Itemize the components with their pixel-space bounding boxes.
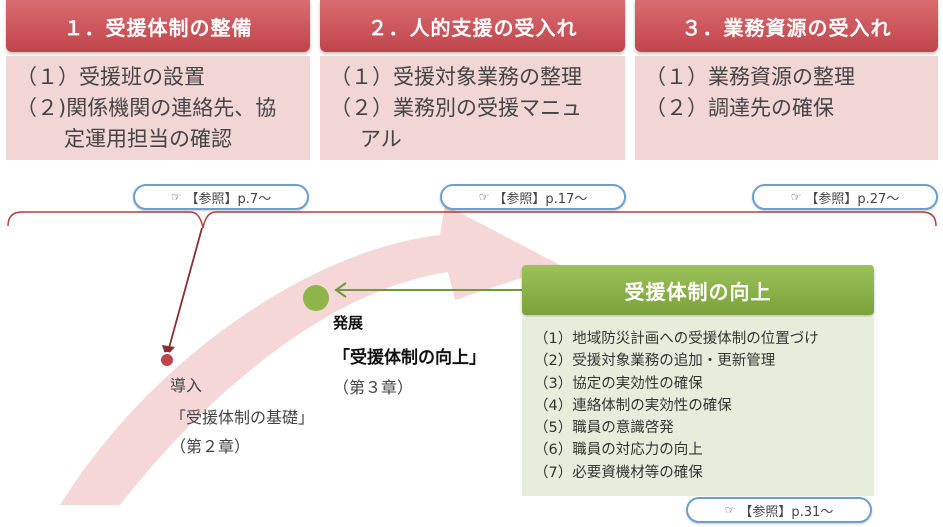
improvement-item: （3）協定の実効性の確保 [534, 375, 703, 392]
ref-text: 【参照】p.31～ [739, 504, 834, 520]
ref-text: 【参照】p.27～ [805, 191, 900, 207]
column-2-body: （１）受援対象業務の整理 （２）業務別の受援マニュ アル [320, 56, 625, 160]
pointing-hand-icon: ☞ [478, 190, 490, 204]
development-label: 発展 [333, 314, 364, 332]
pointing-hand-icon: ☞ [724, 503, 736, 517]
column-1-item: 定運用担当の確認 [64, 127, 232, 151]
pointing-hand-icon: ☞ [170, 190, 182, 204]
column-2-header: ２．人的支援の受入れ [320, 0, 625, 52]
intro-title: 「受援体制の基礎」 [170, 408, 315, 427]
ref-text: 【参照】p.17～ [493, 191, 588, 207]
column-1-body: （１）受援班の設置 （２)関係機関の連絡先、協 定運用担当の確認 [6, 56, 310, 160]
improvement-item: （4）連絡体制の実効性の確保 [534, 397, 732, 414]
column-3-body: （１）業務資源の整理 （２）調達先の確保 [635, 56, 938, 160]
intro-chapter: （第２章） [170, 437, 251, 456]
growth-arrow [60, 205, 560, 505]
column-3-header: ３．業務資源の受入れ [635, 0, 938, 52]
improvement-item: （1）地域防災計画への受援体制の位置づけ [534, 331, 819, 347]
development-dot [303, 285, 329, 311]
column-2-item: アル [360, 127, 402, 151]
ref-text: 【参照】p.7～ [185, 191, 272, 207]
improvement-item: （5）職員の意識啓発 [534, 420, 674, 437]
improvement-item: （6）職員の対応力の向上 [534, 442, 703, 459]
column-2-item: （２）業務別の受援マニュ [330, 96, 582, 120]
development-title: 「受援体制の向上」 [333, 348, 486, 368]
pointing-hand-icon: ☞ [790, 190, 802, 204]
intro-dot [159, 352, 175, 368]
development-pointer-head [334, 282, 347, 298]
column-1-header: １．受援体制の整備 [6, 0, 310, 52]
improvement-item: （7）必要資機材等の確保 [534, 464, 703, 481]
ref-column-2[interactable]: ☞ 【参照】p.17～ [440, 184, 626, 210]
column-2-item: （１）受援対象業務の整理 [330, 65, 582, 89]
improvement-header: 受援体制の向上 [522, 265, 874, 315]
brace-line [7, 211, 937, 229]
improvement-list: （1）地域防災計画への受援体制の位置づけ （2）受援対象業務の追加・更新管理 （… [522, 318, 874, 496]
ref-improvement[interactable]: ☞ 【参照】p.31～ [686, 497, 872, 523]
column-1-item: （１）受援班の設置 [16, 65, 205, 89]
ref-column-3[interactable]: ☞ 【参照】p.27～ [752, 184, 938, 210]
intro-label: 導入 [170, 376, 203, 395]
development-chapter: （第３章） [333, 378, 414, 397]
ref-column-1[interactable]: ☞ 【参照】p.7～ [133, 184, 309, 210]
column-3-item: （２）調達先の確保 [645, 96, 834, 120]
improvement-item: （2）受援対象業務の追加・更新管理 [534, 353, 776, 370]
column-3-item: （１）業務資源の整理 [645, 65, 855, 89]
column-1-item: （２)関係機関の連絡先、協 [16, 96, 277, 120]
brace-pointer [168, 227, 203, 349]
